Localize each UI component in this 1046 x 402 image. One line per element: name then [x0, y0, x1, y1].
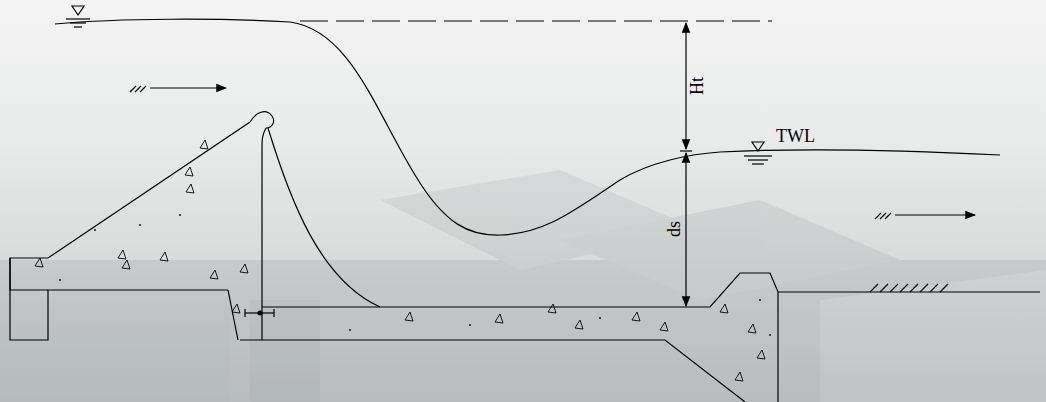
concrete-dots — [59, 214, 771, 336]
spillway-outline — [10, 6, 1040, 402]
dimension-label: Ht — [688, 77, 706, 95]
background-photo — [0, 170, 1046, 402]
joint-dot — [258, 311, 263, 316]
dimension-label: TWL — [776, 127, 815, 145]
concrete-aggregate — [35, 140, 765, 381]
dimension-label: ds — [665, 221, 683, 237]
